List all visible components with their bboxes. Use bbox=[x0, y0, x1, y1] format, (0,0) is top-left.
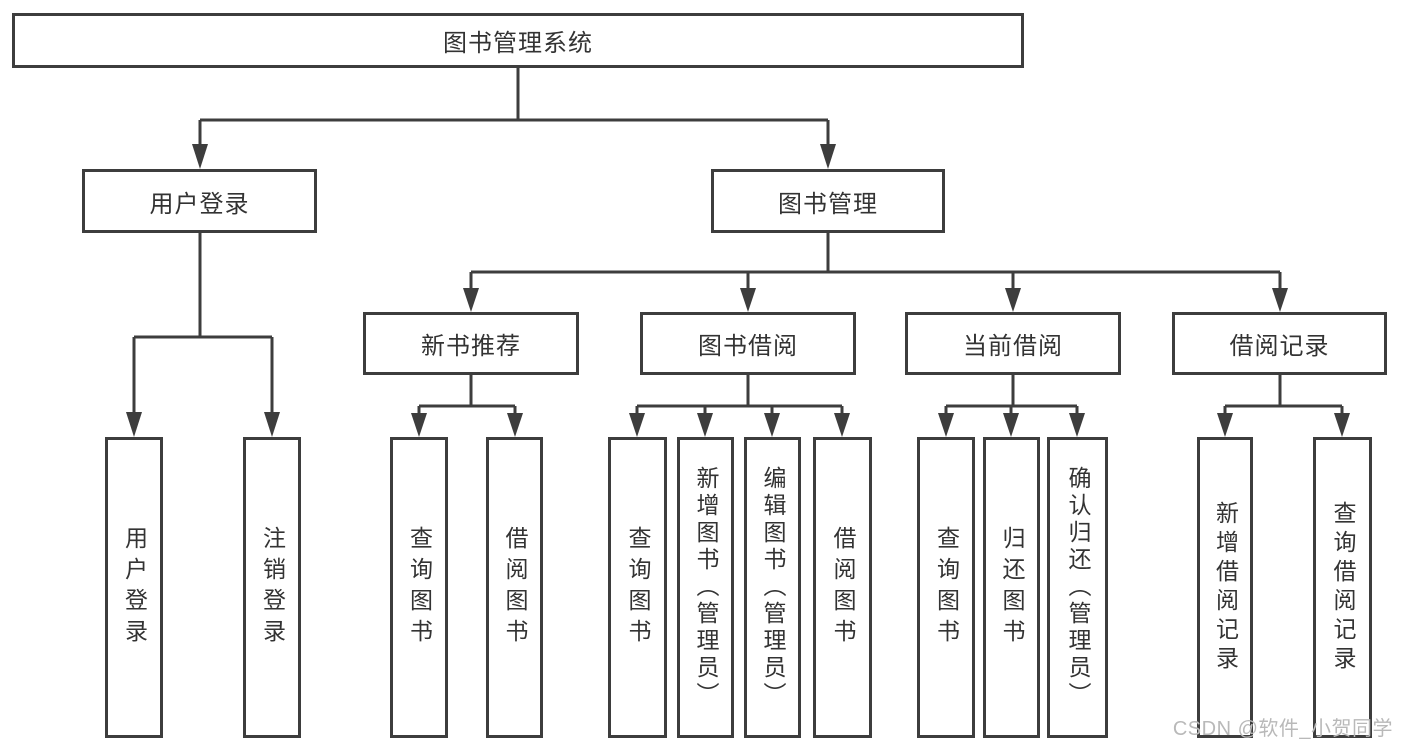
arrowhead-icon bbox=[1005, 288, 1021, 312]
arrowhead-icon bbox=[764, 413, 780, 437]
arrowhead-icon bbox=[1272, 288, 1288, 312]
leaf-label: 新增借阅记录 bbox=[1212, 500, 1239, 675]
arrowhead-icon bbox=[1334, 413, 1350, 437]
current-borrow-box: 当前借阅 bbox=[905, 312, 1121, 375]
user-login-box: 用户登录 bbox=[82, 169, 317, 233]
arrowhead-icon bbox=[938, 413, 954, 437]
leaf-label: 查询图书 bbox=[625, 525, 651, 650]
arrowhead-icon bbox=[629, 413, 645, 437]
book-borrow-label: 图书借阅 bbox=[698, 333, 798, 360]
arrowhead-icon bbox=[1069, 413, 1085, 437]
arrowhead-icon bbox=[192, 144, 208, 169]
leaf-label: 归还图书 bbox=[999, 525, 1025, 650]
borrow-record-box: 借阅记录 bbox=[1172, 312, 1387, 375]
leaf-label: 编辑图书（管理员） bbox=[760, 466, 786, 709]
leaf-confirm-return-admin: 确认归还（管理员） bbox=[1047, 437, 1108, 738]
leaf-label: 查询图书 bbox=[933, 525, 960, 650]
book-management-box: 图书管理 bbox=[711, 169, 945, 233]
current-borrow-label: 当前借阅 bbox=[963, 333, 1063, 360]
leaf-return-books: 归还图书 bbox=[983, 437, 1040, 738]
leaf-query-borrow-record: 查询借阅记录 bbox=[1313, 437, 1372, 738]
leaf-add-borrow-record: 新增借阅记录 bbox=[1197, 437, 1253, 738]
leaf-label: 注销登录 bbox=[259, 525, 286, 650]
leaf-label: 查询借阅记录 bbox=[1330, 500, 1356, 675]
book-management-label: 图书管理 bbox=[778, 190, 878, 218]
leaf-label: 查询图书 bbox=[406, 525, 433, 650]
arrowhead-icon bbox=[697, 413, 713, 437]
user-login-label: 用户登录 bbox=[149, 190, 250, 218]
leaf-query-books-borrow: 查询图书 bbox=[608, 437, 667, 738]
leaf-logout: 注销登录 bbox=[243, 437, 301, 738]
arrowhead-icon bbox=[463, 288, 479, 312]
arrowheads bbox=[126, 144, 1350, 437]
leaf-add-books-admin: 新增图书（管理员） bbox=[677, 437, 734, 738]
root-box: 图书管理系统 bbox=[12, 13, 1024, 68]
arrowhead-icon bbox=[820, 144, 836, 169]
leaf-label: 用户登录 bbox=[121, 525, 148, 650]
leaf-borrow-books: 借阅图书 bbox=[813, 437, 872, 738]
leaf-label: 借阅图书 bbox=[830, 525, 856, 650]
borrow-record-label: 借阅记录 bbox=[1229, 333, 1330, 360]
root-label: 图书管理系统 bbox=[443, 30, 593, 57]
leaf-query-books-current: 查询图书 bbox=[917, 437, 975, 738]
new-book-recommend-box: 新书推荐 bbox=[363, 312, 579, 375]
arrowhead-icon bbox=[834, 413, 850, 437]
arrowhead-icon bbox=[264, 412, 280, 437]
leaf-label: 新增图书（管理员） bbox=[693, 466, 719, 709]
new-book-recommend-label: 新书推荐 bbox=[421, 333, 521, 360]
arrowhead-icon bbox=[1003, 413, 1019, 437]
arrowhead-icon bbox=[740, 288, 756, 312]
arrowhead-icon bbox=[411, 413, 427, 437]
leaf-borrow-books-recommend: 借阅图书 bbox=[486, 437, 543, 738]
book-borrow-box: 图书借阅 bbox=[640, 312, 856, 375]
arrowhead-icon bbox=[1217, 413, 1233, 437]
arrowhead-icon bbox=[126, 412, 142, 437]
arrowhead-icon bbox=[507, 413, 523, 437]
leaf-user-login: 用户登录 bbox=[105, 437, 163, 738]
watermark: CSDN @软件_小贺同学 bbox=[1172, 718, 1393, 740]
leaf-query-books-recommend: 查询图书 bbox=[390, 437, 448, 738]
leaf-label: 确认归还（管理员） bbox=[1065, 466, 1091, 709]
leaf-edit-books-admin: 编辑图书（管理员） bbox=[744, 437, 801, 738]
leaf-label: 借阅图书 bbox=[502, 525, 528, 650]
